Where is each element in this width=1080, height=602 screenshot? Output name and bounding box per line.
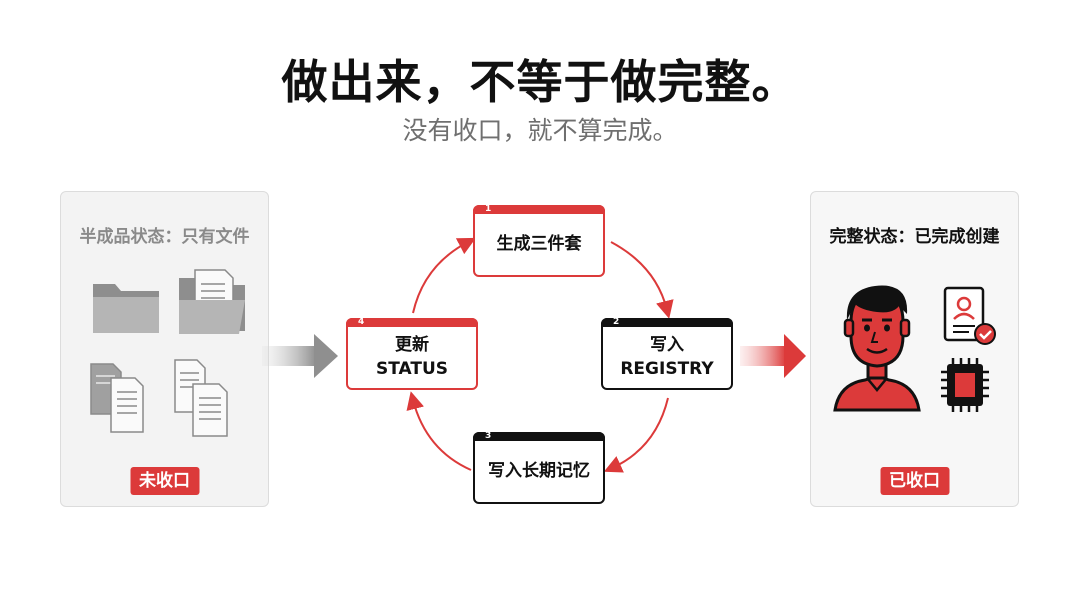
stage-number: 2	[613, 317, 620, 327]
incomplete-state-title: 半成品状态：只有文件	[79, 227, 250, 247]
stage-label: 更新	[394, 335, 429, 355]
input-arrow	[262, 334, 338, 378]
documents-icon	[174, 359, 228, 437]
id-card-check-icon	[943, 286, 996, 345]
cycle-connectors	[406, 237, 674, 473]
incomplete-badge: 未收口	[130, 467, 199, 495]
incomplete-state-panel: 半成品状态：只有文件	[60, 191, 269, 507]
stage-update-status: 4 更新 STATUS	[346, 317, 478, 390]
stage-label: 写入	[649, 335, 684, 355]
output-arrow	[740, 334, 806, 378]
stage-write-long-term-memory: 3 写入长期记忆	[473, 431, 605, 504]
memory-chip-icon	[941, 358, 989, 412]
page-subtitle: 没有收口，就不算完成。	[402, 116, 678, 145]
stage-number: 4	[358, 317, 365, 327]
stage-label-secondary: REGISTRY	[620, 359, 714, 379]
person-avatar-icon	[833, 285, 921, 412]
complete-badge: 已收口	[880, 467, 949, 495]
complete-state-title: 完整状态：已完成创建	[829, 227, 1000, 247]
stage-number: 1	[485, 204, 492, 214]
stage-label: 生成三件套	[496, 234, 582, 254]
stage-label: 写入长期记忆	[488, 461, 590, 481]
folder-with-document-icon	[179, 269, 245, 334]
connector-2-to-3	[603, 397, 669, 473]
stage-number: 3	[485, 431, 492, 441]
incomplete-files-illustration	[90, 269, 245, 437]
stage-write-registry: 2 写入 REGISTRY	[601, 317, 733, 390]
complete-illustration	[833, 285, 996, 412]
stage-label-secondary: STATUS	[375, 359, 448, 379]
connector-1-to-2	[610, 241, 674, 319]
page-title: 做出来，不等于做完整。	[281, 55, 799, 109]
documents-icon	[90, 363, 144, 433]
connector-4-to-1	[412, 237, 476, 314]
folder-icon	[93, 284, 159, 333]
stage-generate-three-set: 1 生成三件套	[473, 204, 605, 277]
complete-state-panel: 完整状态：已完成创建	[810, 191, 1019, 507]
connector-3-to-4	[406, 391, 472, 471]
